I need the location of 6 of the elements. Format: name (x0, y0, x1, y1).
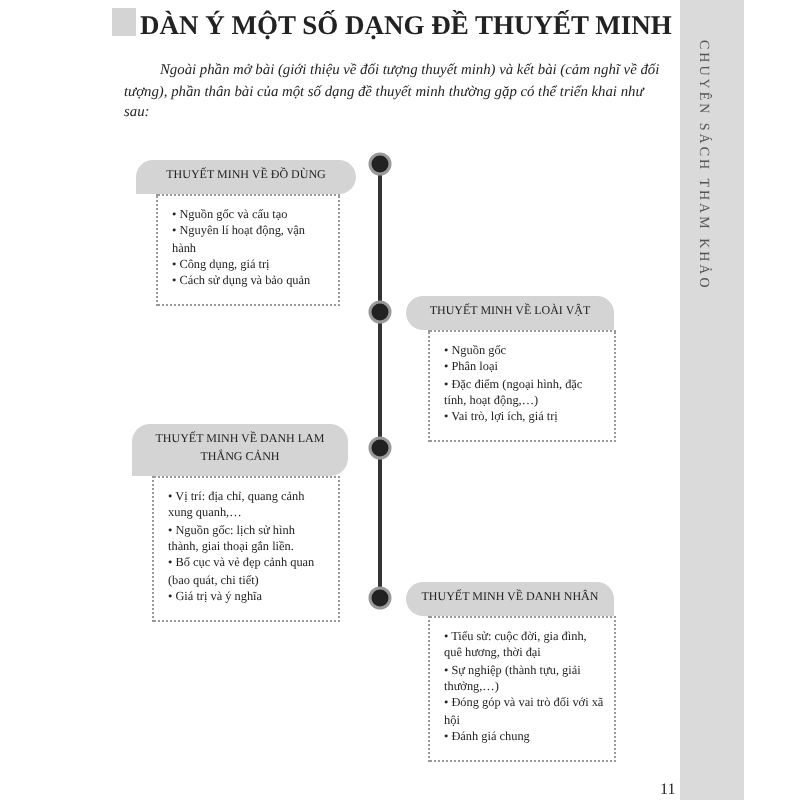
note-box (428, 616, 616, 762)
page-number: 11 (660, 780, 676, 798)
title: DÀN Ý MỘT SỐ DẠNG ĐỀ THUYẾT MINH (140, 10, 670, 42)
note-box (156, 194, 340, 306)
note-box (152, 476, 340, 622)
note-box (428, 330, 616, 442)
